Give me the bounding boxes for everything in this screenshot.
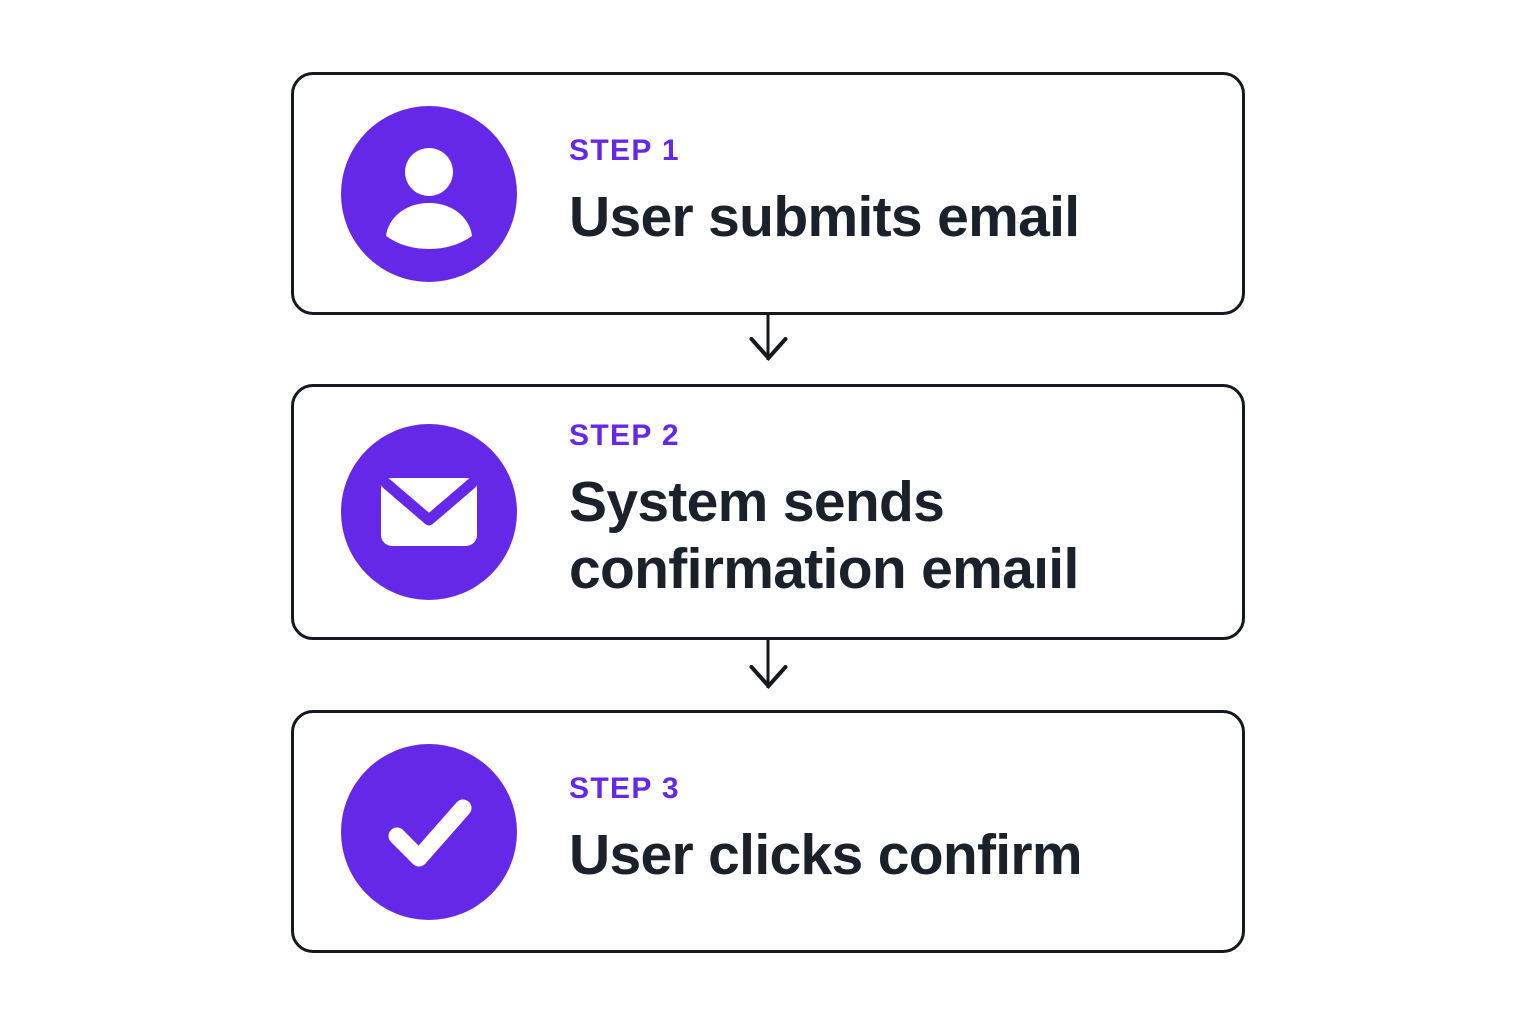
down-arrow-icon xyxy=(749,665,787,689)
step-card-2[interactable]: STEP 2 System sends confirmation emaıil xyxy=(291,384,1245,640)
step-card-2-text: STEP 2 System sends confirmation emaıil xyxy=(569,418,1079,604)
step-title-3: User clicks confirm xyxy=(569,822,1083,887)
step-title-2: System sends confirmation emaıil xyxy=(569,469,1079,601)
step-title-1: User submits email xyxy=(569,184,1080,249)
down-arrow-icon xyxy=(749,337,787,361)
user-person-icon xyxy=(341,105,517,282)
step-card-1[interactable]: STEP 1 User submits email xyxy=(291,72,1245,315)
step-card-3[interactable]: STEP 3 User clicks confirm xyxy=(291,710,1245,953)
connector-arrow-1 xyxy=(749,304,787,361)
step-card-1-text: STEP 1 User submits email xyxy=(569,133,1080,251)
step-card-3-text: STEP 3 User clicks confirm xyxy=(569,771,1083,889)
step-eyebrow-1: STEP 1 xyxy=(569,133,680,167)
step-eyebrow-2: STEP 2 xyxy=(569,418,680,452)
checkmark-icon xyxy=(341,743,517,920)
step-eyebrow-3: STEP 3 xyxy=(569,771,680,805)
envelope-mail-icon xyxy=(341,424,517,600)
connector-arrow-2 xyxy=(749,630,787,689)
